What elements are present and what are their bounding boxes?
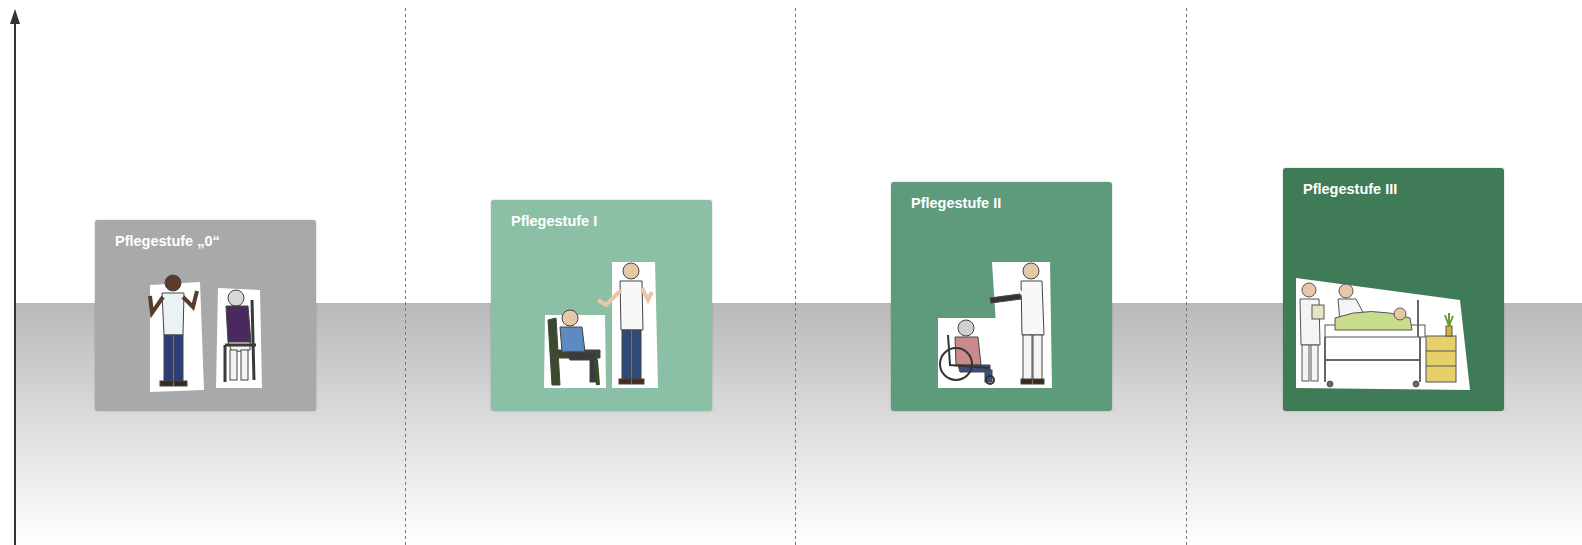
level-title: Pflegestufe II [911,194,1100,212]
person-illustration-part [165,275,181,291]
carer-illustration-part [1021,379,1032,384]
person-illustration-part [160,381,173,386]
column-divider [406,8,1187,545]
care-level-box: Pflegestufe I [491,200,712,411]
carer-illustration-part [619,379,631,384]
seated-person-illustration-part [548,318,560,385]
carer-illustration-part [632,330,641,380]
carer-illustration [990,262,1052,388]
person-illustration-part [174,335,183,382]
person-illustration-part [183,291,197,307]
seated-person-illustration-part [560,327,585,352]
seated-person-illustration-part [241,350,248,380]
bed-care-illustration-part [1327,381,1333,387]
column-divider-part [795,8,796,545]
carer-illustration-part [1005,292,1022,300]
seated-person-illustration-part [562,310,578,326]
wheelchair-illustration-part [938,318,1004,388]
column-divider-part [405,8,406,545]
seated-person-illustration-part [550,350,600,358]
bed-care-illustration-part [1302,283,1316,297]
bed-care-illustration-part [1413,381,1419,387]
wheelchair-illustration-part [986,376,994,384]
seated-person-illustration-part [225,300,256,382]
bed-care-illustration [1296,278,1470,390]
carer-illustration-part [1033,335,1042,380]
carer-illustration-part [612,262,658,388]
carer-illustration-part [632,379,644,384]
carer-illustration-part [992,262,1052,388]
carer-illustration-part [620,281,643,330]
bed-care-illustration-part [1394,308,1406,320]
wheelchair-illustration [938,318,1004,388]
seated-person-illustration-part [216,288,262,388]
carer-illustration-part [642,288,652,300]
seated-person-illustration-part [226,306,251,342]
carer-illustration-part [1033,379,1044,384]
bed-care-illustration-part [1445,313,1453,326]
carer-illustration-part [1023,263,1039,279]
seated-person-illustration [216,288,262,388]
seated-person-illustration-part [228,290,244,306]
bed-care-illustration-part [1426,351,1456,352]
carer-illustration-part [598,290,621,305]
bed-care-illustration-part [1312,305,1324,319]
carer-illustration [598,262,658,388]
wheelchair-illustration-part [958,365,990,372]
carer-illustration-part [622,330,631,380]
bed-care-illustration-part [1338,299,1366,322]
carer-illustration-part [1021,281,1044,335]
person-illustration-part [164,335,173,382]
carer-illustration-part [623,263,639,279]
carer-illustration-part [1023,335,1032,380]
level-title: Pflegestufe „0“ [115,232,304,250]
column-divider-part [1186,8,1187,545]
seated-person-illustration-part [590,358,597,382]
level-title: Pflegestufe I [511,212,700,230]
bed-care-illustration-part [1426,366,1456,367]
person-illustration-part [162,293,184,335]
bed-care-illustration-part [1335,312,1412,331]
seated-person-illustration-part [544,315,606,388]
bed-care-illustration-part [1296,278,1470,390]
wheelchair-illustration-part [985,370,992,382]
care-level-box: Pflegestufe II [891,182,1112,411]
bed-care-illustration-part [1446,326,1452,336]
bed-care-illustration-part [1417,300,1419,337]
level-title: Pflegestufe III [1303,180,1492,198]
care-level-box: Pflegestufe III [1283,168,1504,411]
vertical-axis-part [10,9,20,24]
wheelchair-illustration-part [955,337,981,365]
person-illustration-part [150,282,204,392]
seated-person-illustration-part [228,342,250,352]
bed-care-illustration-part [1300,299,1320,345]
care-level-box: Pflegestufe „0“ [95,220,316,411]
seated-person-illustration-part [596,360,598,385]
vertical-axis [10,9,20,545]
person-illustration-part [174,381,187,386]
bed-care-illustration-part [1325,337,1420,382]
seated-person-illustration [544,310,606,388]
wheelchair-illustration-part [948,335,990,368]
seated-person-illustration-part [566,352,596,360]
person-illustration-part [150,296,163,313]
person-illustration [150,275,204,392]
bed-care-illustration-part [1302,345,1309,381]
carer-illustration-part [990,294,1021,303]
wheelchair-illustration-part [958,320,974,336]
bed-care-illustration-part [1311,345,1318,381]
bed-care-illustration-part [1339,284,1353,298]
vertical-axis-part [14,22,16,545]
bed-care-illustration-part [1426,336,1456,382]
wheelchair-illustration-part [940,348,972,380]
seated-person-illustration-part [230,350,237,380]
bed-care-illustration-part [1325,325,1425,337]
